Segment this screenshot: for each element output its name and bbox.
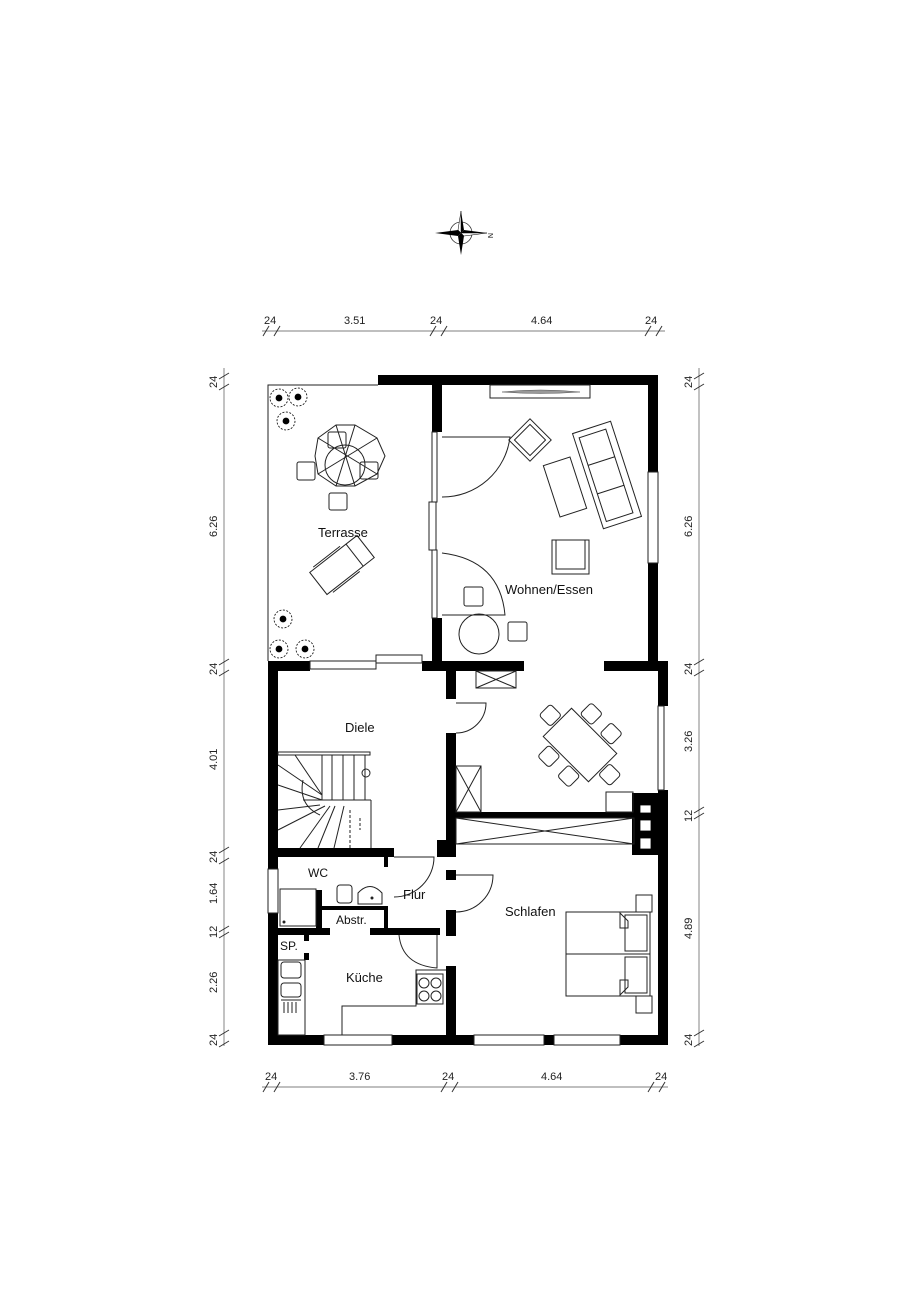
kitchen-units — [277, 959, 446, 1036]
dim-right-essen: 3.26 — [683, 731, 695, 752]
compass-rose-icon: N — [435, 210, 493, 255]
dining-table — [538, 703, 622, 787]
plant-icon — [269, 387, 315, 659]
dim-bottom-wall-2: 24 — [442, 1071, 454, 1083]
dim-top-wohnen: 4.64 — [531, 315, 552, 327]
dim-left-wall-5: 24 — [208, 1034, 220, 1046]
wardrobe — [455, 817, 635, 845]
dim-bottom-wall-1: 24 — [265, 1071, 277, 1083]
room-label-abstellraum: Abstr. — [336, 913, 367, 927]
dim-left-terrasse: 6.26 — [208, 516, 220, 537]
furniture — [269, 387, 653, 1036]
dim-left-wall-2: 24 — [208, 663, 220, 675]
bathroom-fixtures — [279, 884, 383, 927]
armchair — [551, 539, 590, 575]
sun-lounger — [309, 534, 375, 596]
dim-bottom-kueche: 3.76 — [349, 1071, 370, 1083]
room-label-wc: WC — [308, 866, 328, 880]
dim-right-wohnen: 6.26 — [683, 516, 695, 537]
dim-bottom-schlafen: 4.64 — [541, 1071, 562, 1083]
dining-round-table — [458, 586, 528, 655]
dim-left-wall-3: 24 — [208, 851, 220, 863]
dim-right-wall-2: 24 — [683, 663, 695, 675]
dim-bottom-wall-3: 24 — [655, 1071, 667, 1083]
room-labels: Terrasse Wohnen/Essen Diele WC Flur Abst… — [280, 525, 593, 985]
cabinet — [455, 670, 634, 813]
dim-left-kueche: 2.26 — [208, 972, 220, 993]
dim-top-terrasse: 3.51 — [344, 315, 365, 327]
room-label-wohnen-essen: Wohnen/Essen — [505, 582, 593, 597]
dim-right-wall-4: 24 — [683, 1034, 695, 1046]
dim-left-wc: 1.64 — [208, 883, 220, 904]
left-dimension-chain: 24 6.26 24 4.01 24 1.64 12 2.26 24 — [208, 368, 230, 1048]
armchair — [508, 418, 552, 462]
dim-right-schlafen: 4.89 — [683, 918, 695, 939]
doors — [393, 436, 511, 969]
room-label-speisekammer: SP. — [280, 939, 298, 953]
room-label-diele: Diele — [345, 720, 375, 735]
windows — [267, 384, 665, 1046]
double-bed — [565, 894, 653, 1014]
dim-left-diele: 4.01 — [208, 749, 220, 770]
right-dimension-chain: 24 6.26 24 3.26 12 4.89 24 — [683, 368, 705, 1048]
room-label-kueche: Küche — [346, 970, 383, 985]
dim-top-wall-2: 24 — [430, 315, 442, 327]
room-label-schlafen: Schlafen — [505, 904, 556, 919]
dim-top-wall-1: 24 — [264, 315, 276, 327]
sofa — [571, 420, 643, 530]
room-label-terrasse: Terrasse — [318, 525, 368, 540]
room-label-flur: Flur — [403, 887, 426, 902]
north-label: N — [486, 233, 493, 238]
dim-top-wall-3: 24 — [645, 315, 657, 327]
bottom-dimension-chain: 24 3.76 24 4.64 24 — [262, 1071, 668, 1093]
staircase — [277, 751, 372, 849]
dim-left-wall-1: 24 — [208, 376, 220, 388]
dim-right-wall-3: 12 — [683, 810, 695, 822]
dim-right-wall-1: 24 — [683, 376, 695, 388]
walls — [267, 375, 668, 1045]
dim-left-wall-4: 12 — [208, 926, 220, 938]
patio-table — [296, 424, 386, 511]
top-dimension-chain: 24 3.51 24 4.64 24 — [262, 315, 665, 337]
